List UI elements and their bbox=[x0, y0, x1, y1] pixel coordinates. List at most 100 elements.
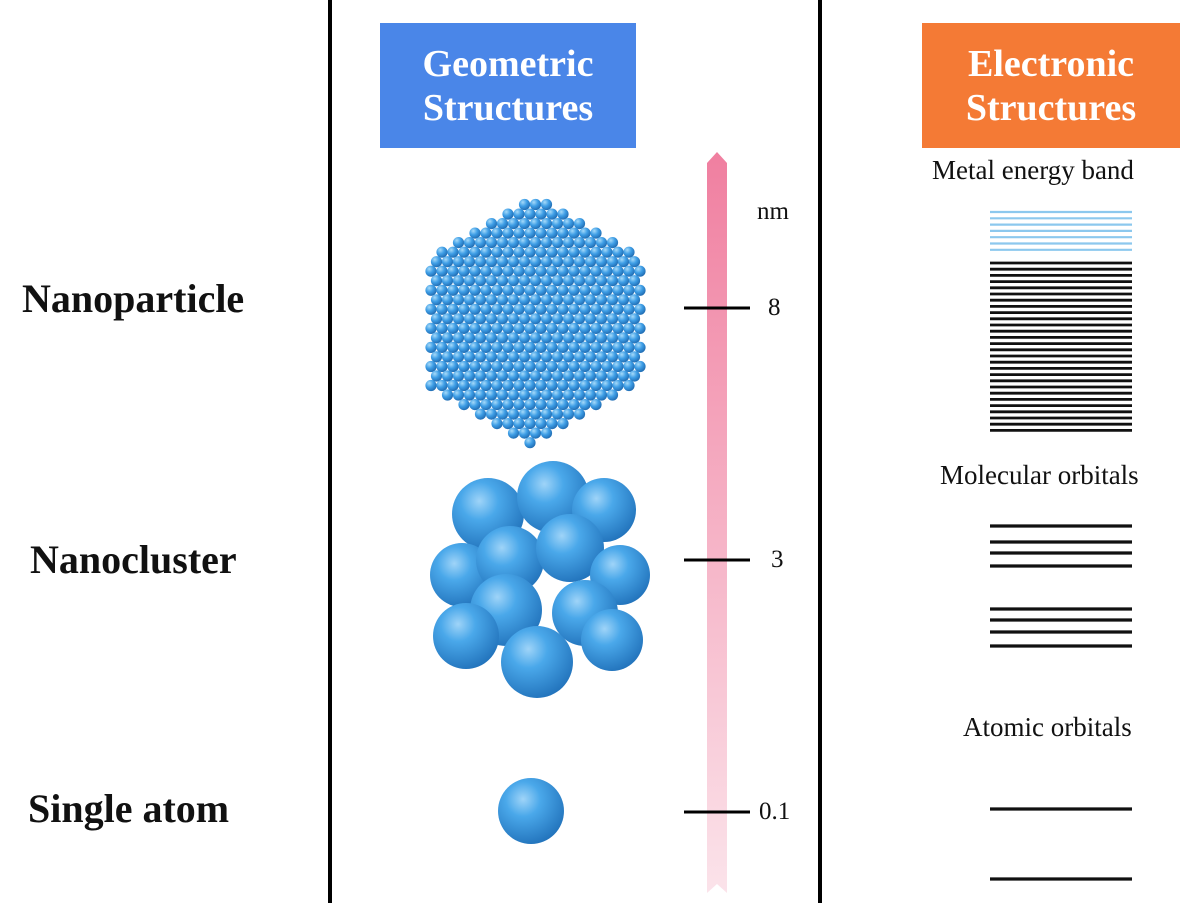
nanoparticle-atom bbox=[535, 418, 547, 430]
nanoparticle-atom bbox=[524, 227, 536, 239]
nanoparticle-atom bbox=[518, 237, 531, 249]
nanoparticle-atom bbox=[546, 341, 558, 353]
nanoparticle-atom bbox=[518, 389, 531, 401]
nanoparticle-atom bbox=[502, 246, 514, 258]
nanoparticle-atom bbox=[452, 370, 465, 382]
nanoparticle-atom bbox=[568, 265, 580, 277]
nanoparticle-atom bbox=[540, 389, 553, 401]
metal-energy-band-title: Metal energy band bbox=[932, 155, 1134, 185]
nanoparticle-atom bbox=[617, 370, 630, 382]
nanoparticle-atom bbox=[463, 370, 476, 382]
nanoparticle-atom bbox=[436, 284, 448, 296]
nanoparticle-atom bbox=[634, 341, 646, 353]
nanoparticle-atom bbox=[507, 237, 520, 249]
electronic-header-line1: Electronic bbox=[967, 42, 1135, 85]
nanoparticle-atom bbox=[529, 313, 542, 325]
nanoparticle-atom bbox=[535, 284, 547, 296]
nanoparticle-atom bbox=[507, 294, 520, 306]
nanoparticle-atom bbox=[529, 237, 542, 249]
nanoparticle-atom bbox=[518, 275, 531, 287]
nanoparticle-atom bbox=[485, 237, 498, 249]
nanoparticle-atom bbox=[463, 313, 476, 325]
nanoparticle-atom bbox=[562, 389, 575, 401]
nanoparticle-atom bbox=[485, 218, 498, 230]
nanoparticle-atom bbox=[502, 227, 514, 239]
nanoparticle-atom bbox=[513, 208, 525, 220]
nanoparticle-atom bbox=[557, 341, 569, 353]
nanoparticle-atom bbox=[546, 303, 558, 315]
nanoparticle-atom bbox=[546, 322, 558, 334]
nanoparticle-atom bbox=[452, 313, 465, 325]
nanoparticle-atom bbox=[540, 218, 553, 230]
nanoparticle-atom bbox=[579, 284, 591, 296]
nanoparticle-atom bbox=[436, 360, 448, 373]
nanoparticle-atom bbox=[557, 284, 569, 296]
nanoparticle-atom bbox=[584, 332, 597, 344]
nanoparticle-atom bbox=[573, 332, 586, 344]
nanoparticle-atom bbox=[529, 370, 542, 382]
nanoparticle-atom bbox=[557, 322, 569, 334]
nanoparticle-atom bbox=[513, 399, 525, 411]
nanoparticle-atom bbox=[485, 408, 498, 420]
nanoparticle-atom bbox=[628, 332, 641, 344]
nanoparticle-atom bbox=[441, 370, 454, 382]
nanoparticle-atom bbox=[573, 294, 586, 306]
nanoparticle-atom bbox=[562, 294, 575, 306]
molecular-orbital-levels bbox=[990, 524, 1132, 648]
nanoparticle-atom bbox=[469, 360, 481, 373]
nanoparticle-atom bbox=[562, 351, 575, 363]
nanoparticle-atom bbox=[458, 246, 470, 258]
scale-label-8: 8 bbox=[768, 294, 781, 321]
nanoparticle-atom bbox=[546, 418, 558, 430]
nanoparticle-atom bbox=[518, 332, 531, 344]
nanoparticle-atom bbox=[518, 351, 531, 363]
nanoparticle-atom bbox=[535, 322, 547, 334]
nanoparticle-atom bbox=[447, 284, 459, 296]
nanoparticle-atom bbox=[606, 275, 619, 287]
nanoparticle-atom bbox=[425, 341, 437, 353]
nanoparticle-atom bbox=[441, 332, 454, 344]
nanoparticle-atom bbox=[540, 332, 553, 344]
nanoparticle-atom bbox=[502, 208, 514, 220]
nanoparticle-atom bbox=[573, 237, 586, 249]
nanoparticle-atom bbox=[480, 360, 492, 373]
geometric-structures-header: Geometric Structures bbox=[380, 23, 636, 148]
nanoparticle-atom bbox=[573, 218, 586, 230]
nanoparticle-atom bbox=[535, 379, 547, 392]
nanoparticle-atom bbox=[518, 370, 531, 382]
nanoparticle-atom bbox=[458, 265, 470, 277]
nanoparticle-atom bbox=[612, 265, 624, 277]
row-label-single-atom: Single atom bbox=[28, 786, 230, 831]
nanoparticle-atom bbox=[463, 332, 476, 344]
nanoparticle-atom bbox=[529, 427, 542, 439]
nanoparticle-atom bbox=[573, 370, 586, 382]
nanoparticle-atom bbox=[458, 341, 470, 353]
nanoparticle-atom bbox=[507, 218, 520, 230]
nanoparticle-atom bbox=[441, 294, 454, 306]
scale-label-3: 3 bbox=[771, 546, 784, 573]
nanoparticle-atom bbox=[436, 379, 448, 392]
nanoparticle-atom bbox=[535, 360, 547, 373]
nanoparticle-atom bbox=[540, 408, 553, 420]
nanoparticle-atom bbox=[513, 284, 525, 296]
nanoparticle-atom bbox=[595, 370, 608, 382]
nanoparticle-atom bbox=[568, 399, 580, 411]
nanoparticle-atom bbox=[496, 218, 509, 230]
nanoparticle-atom bbox=[441, 313, 454, 325]
nanoparticle-atom bbox=[496, 294, 509, 306]
nanoparticle-atom bbox=[551, 408, 564, 420]
nanoparticle-atom bbox=[540, 294, 553, 306]
nanoparticle-atom bbox=[529, 408, 542, 420]
nanoparticle-atom bbox=[573, 275, 586, 287]
nanoparticle-atom bbox=[557, 379, 569, 392]
nanoparticle-atom bbox=[469, 399, 481, 411]
nanoparticle-atom bbox=[617, 313, 630, 325]
nanoparticle-atom bbox=[529, 218, 542, 230]
nanoparticle-atom bbox=[595, 256, 608, 268]
nanoparticle-atom bbox=[529, 256, 542, 268]
nanoparticle-atom bbox=[458, 360, 470, 373]
nanoparticle-atom bbox=[496, 237, 509, 249]
nanoparticle-atom bbox=[612, 322, 624, 334]
nanoparticle-atom bbox=[502, 284, 514, 296]
scale-label-0.1: 0.1 bbox=[759, 798, 791, 825]
